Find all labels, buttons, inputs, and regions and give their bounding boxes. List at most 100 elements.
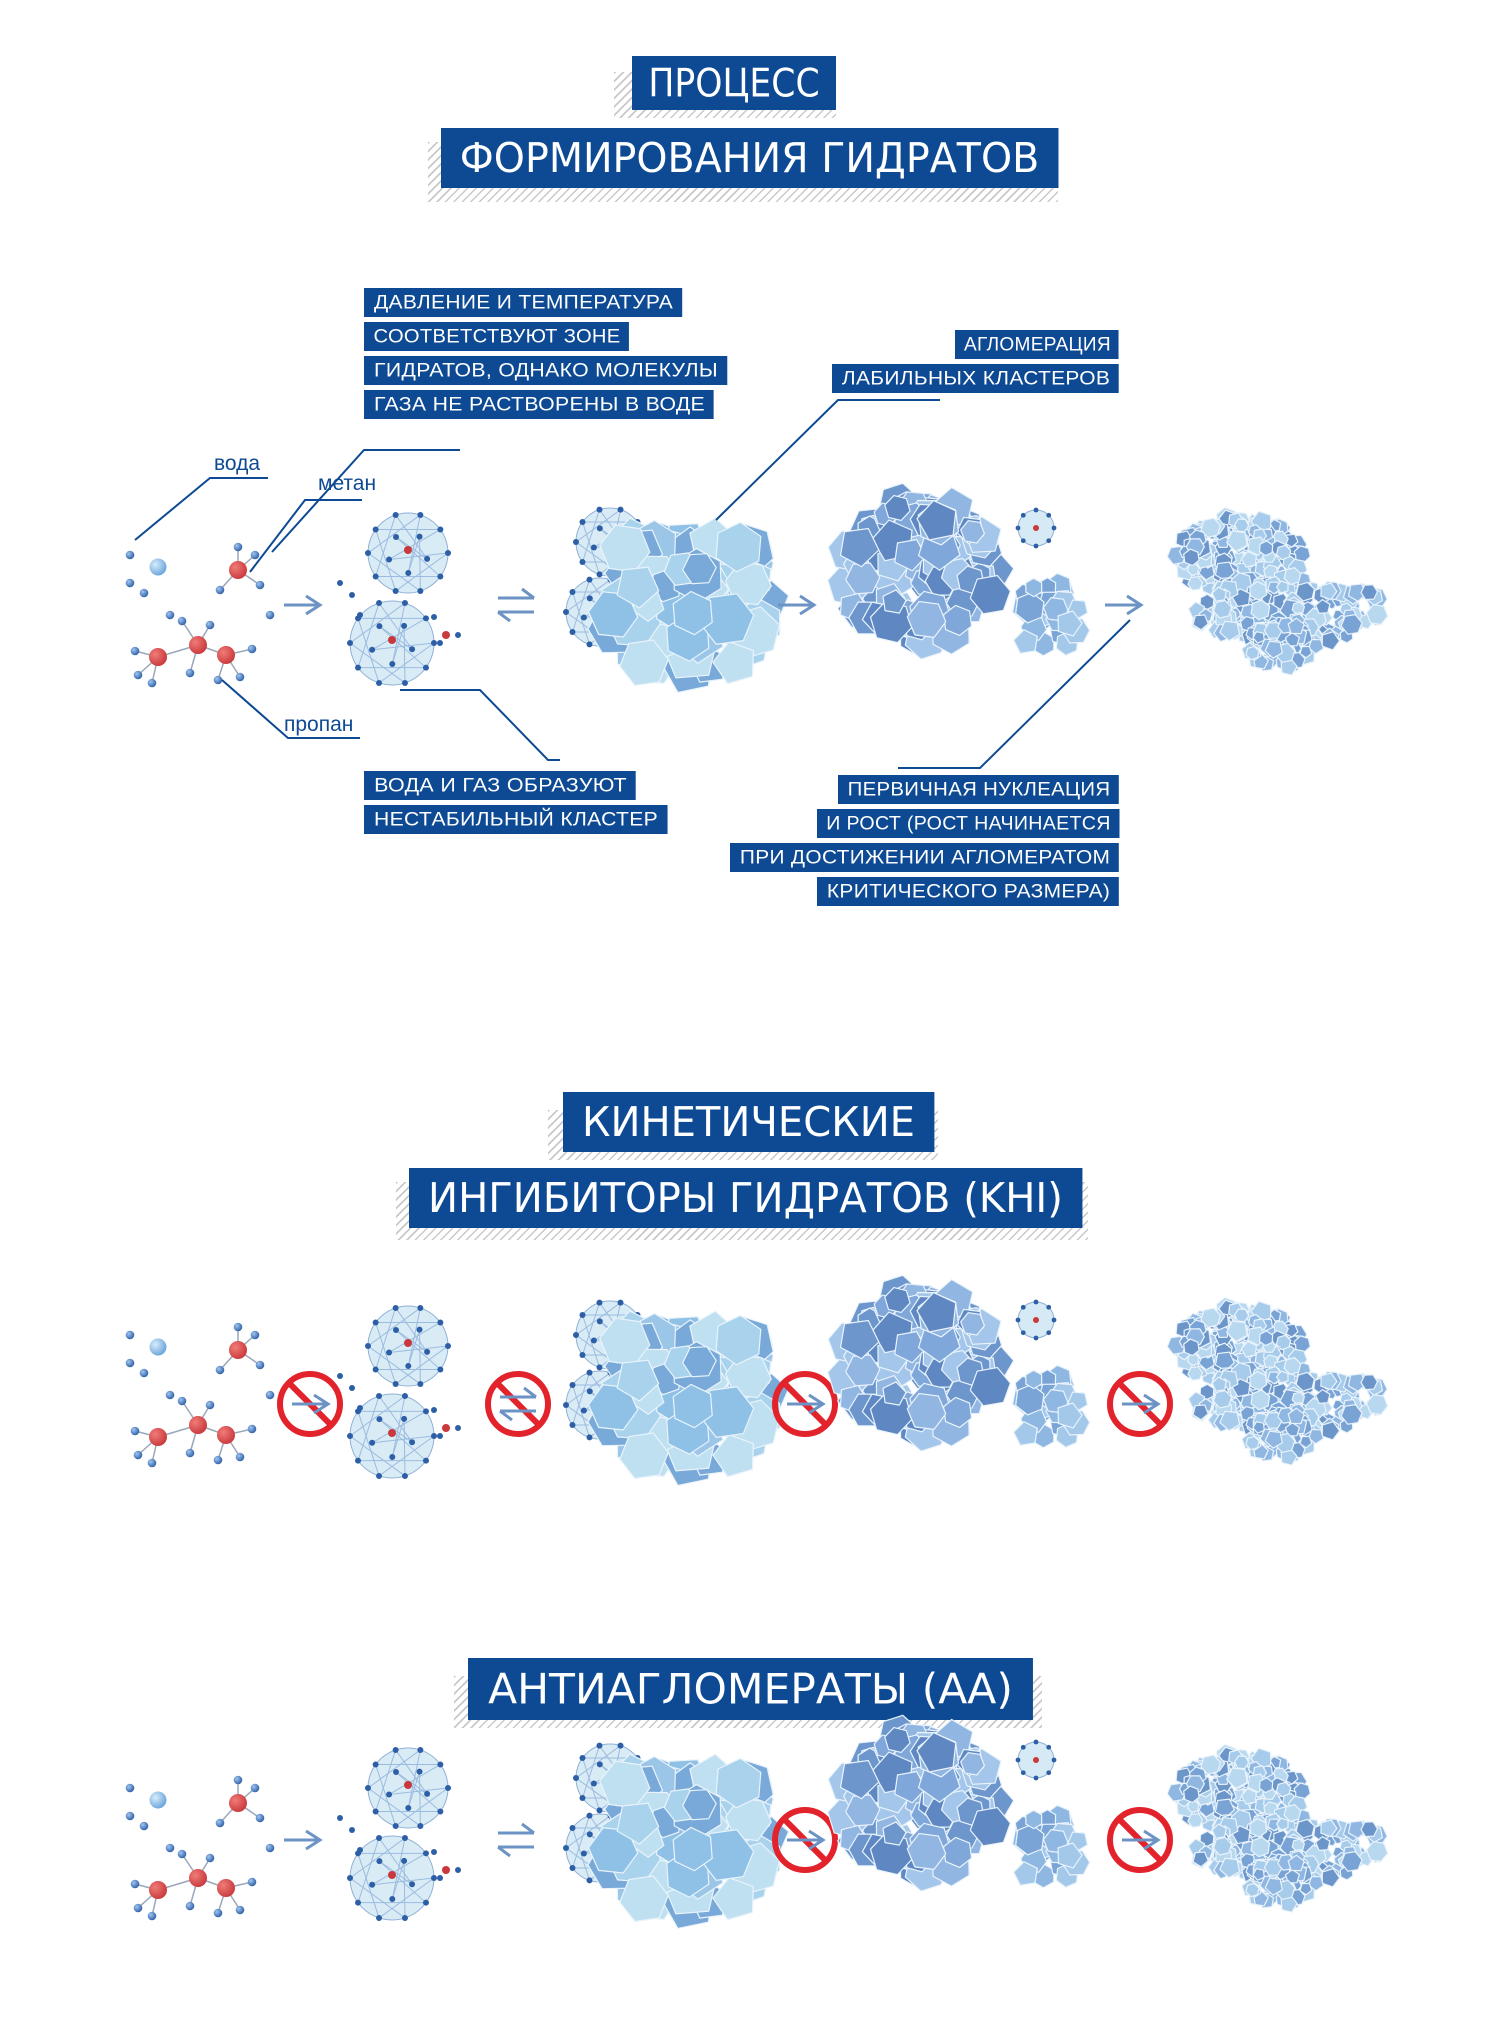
crystal-facet bbox=[1178, 1782, 1193, 1796]
free-atom bbox=[437, 1875, 443, 1881]
crystal-facet bbox=[1257, 522, 1271, 537]
crystal-facet bbox=[656, 1818, 700, 1869]
crystal-facet bbox=[1308, 1844, 1326, 1860]
crystal-facet bbox=[1272, 1406, 1286, 1421]
crystal-facet bbox=[1260, 576, 1275, 591]
crystal-facet bbox=[938, 1346, 977, 1381]
crystal-facet bbox=[1252, 1868, 1265, 1881]
crystal-facet bbox=[1216, 1356, 1238, 1379]
crystal-facet bbox=[1237, 1332, 1259, 1353]
crystal-facet bbox=[1217, 1844, 1237, 1866]
crystal-facet bbox=[1257, 1420, 1278, 1440]
crystal-facet bbox=[858, 1306, 884, 1332]
crystal-facet bbox=[1214, 561, 1236, 582]
crystal-facet bbox=[1241, 538, 1255, 552]
crystal-facet bbox=[1032, 1810, 1057, 1835]
crystal-facet bbox=[1286, 1418, 1305, 1438]
callout-conditions-line2: СООТВЕТСТВУЮТ ЗОНЕ bbox=[364, 322, 630, 351]
cage-node bbox=[431, 640, 437, 646]
crystal-facet bbox=[1218, 1378, 1231, 1393]
crystal-facet bbox=[1252, 622, 1269, 639]
crystal-facet bbox=[631, 519, 677, 571]
crystal-facet bbox=[1233, 1306, 1249, 1322]
hydrogen-atom bbox=[165, 610, 175, 620]
cage-node bbox=[563, 1402, 569, 1408]
crystal-facet bbox=[947, 1377, 987, 1416]
crystal-facet bbox=[1176, 1349, 1198, 1371]
crystal-facet bbox=[1254, 561, 1272, 579]
crystal-facet bbox=[1196, 1774, 1212, 1790]
crystal-facet bbox=[719, 1315, 774, 1372]
crystal-facet bbox=[729, 606, 781, 658]
crystal-facet bbox=[1304, 1397, 1327, 1420]
crystal-facet bbox=[1249, 1754, 1263, 1768]
cage-body bbox=[367, 1747, 449, 1829]
crystal-facet bbox=[1014, 1815, 1035, 1837]
crystal-facet bbox=[1243, 1331, 1257, 1346]
crystal-facet bbox=[1225, 1320, 1248, 1343]
crystal-facet bbox=[1214, 539, 1233, 556]
crystal-facet bbox=[1286, 1809, 1304, 1827]
crystal-facet bbox=[1254, 1798, 1272, 1816]
crystal-facet bbox=[1187, 1391, 1206, 1409]
crystal-facet bbox=[1279, 599, 1302, 621]
crystal-facet bbox=[1263, 575, 1278, 591]
crystal-facet bbox=[1190, 1774, 1212, 1796]
crystal-facet bbox=[1269, 517, 1286, 535]
crystal-facet bbox=[1285, 565, 1306, 587]
hydrogen-atom bbox=[147, 678, 157, 688]
cage-node bbox=[579, 558, 586, 565]
bond bbox=[237, 1787, 256, 1804]
crystal-facet bbox=[1272, 572, 1289, 589]
crystal-facet bbox=[1292, 1442, 1308, 1456]
cage-body bbox=[565, 1813, 635, 1883]
crystal-facet bbox=[917, 530, 961, 571]
crystal-facet bbox=[893, 1734, 931, 1771]
crystal-facet bbox=[1264, 1357, 1278, 1372]
label-propane: пропан bbox=[284, 713, 354, 736]
cage-node bbox=[617, 1742, 624, 1749]
crystal-facet bbox=[893, 537, 921, 566]
crystal-facet bbox=[724, 561, 772, 606]
crystal-facet bbox=[1038, 1809, 1057, 1830]
crystal-facet bbox=[1320, 581, 1342, 601]
crystal-facet bbox=[929, 569, 955, 593]
crystal-facet bbox=[1252, 1318, 1268, 1333]
bond bbox=[237, 569, 261, 586]
cage-edge bbox=[565, 611, 611, 645]
cage-node bbox=[347, 1875, 353, 1881]
crystal-facet bbox=[1215, 577, 1237, 596]
crystal-facet bbox=[894, 1330, 927, 1364]
small-cage-node bbox=[1046, 538, 1052, 544]
free-atom bbox=[349, 1827, 355, 1833]
carbon-atom bbox=[229, 1794, 247, 1812]
crystal-facet bbox=[861, 601, 895, 635]
crystal-facet bbox=[1247, 1769, 1261, 1782]
crystal-facet bbox=[1263, 1813, 1283, 1832]
crystal-facet bbox=[1338, 1823, 1359, 1845]
crystal-facet bbox=[1185, 1775, 1206, 1793]
crystal-facet bbox=[1263, 1801, 1279, 1818]
crystal-facet bbox=[1275, 544, 1292, 561]
cage-node bbox=[386, 1791, 393, 1798]
crystal-facet bbox=[1333, 614, 1353, 635]
crystal-facet bbox=[1245, 1305, 1269, 1328]
crystal-facet bbox=[1295, 586, 1311, 601]
crystal-facet bbox=[1225, 570, 1243, 588]
crystal-facet bbox=[1012, 628, 1038, 655]
crystal-facet bbox=[1306, 1858, 1324, 1875]
crystal-facet bbox=[1012, 1860, 1038, 1887]
cage-edge bbox=[583, 1404, 635, 1411]
crystal-facet bbox=[956, 565, 985, 595]
crystal-facet bbox=[1256, 1316, 1272, 1330]
hydrogen-atom bbox=[125, 1783, 135, 1793]
crystal-facet bbox=[1257, 1876, 1272, 1890]
cage-node bbox=[405, 1362, 412, 1369]
crystal-facet bbox=[1061, 1850, 1091, 1876]
crystal-facet bbox=[672, 547, 722, 604]
crystal-facet bbox=[1272, 627, 1288, 643]
crystal-facet bbox=[1215, 1400, 1233, 1420]
cage-edge bbox=[375, 1764, 397, 1827]
crystal-facet bbox=[1271, 1853, 1292, 1873]
crystal-facet bbox=[1284, 1770, 1299, 1785]
